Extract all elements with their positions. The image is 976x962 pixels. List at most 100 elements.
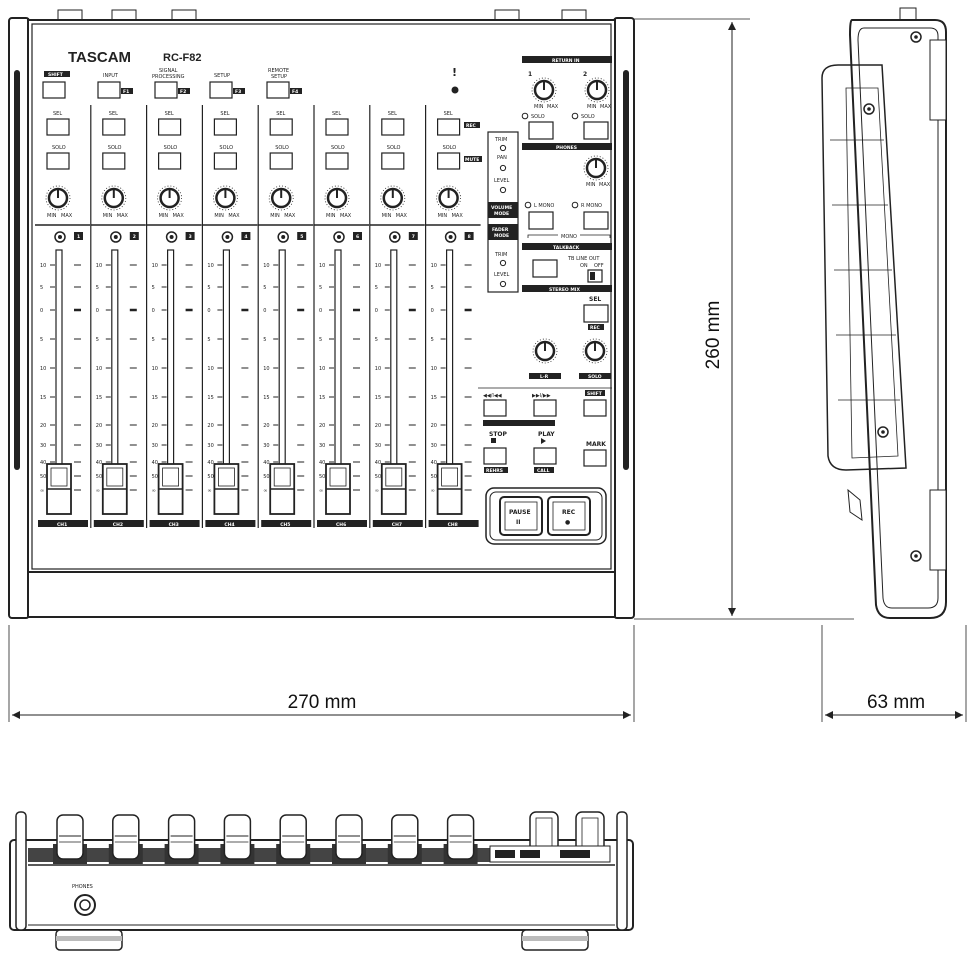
signal-processing-button[interactable] <box>154 81 178 99</box>
phones-level-knob[interactable] <box>583 155 609 181</box>
r-mono-button[interactable] <box>583 211 609 230</box>
ch7-knob[interactable] <box>380 185 406 211</box>
ch1-fader[interactable] <box>46 463 72 515</box>
ch2-solo-button[interactable] <box>102 152 126 170</box>
ch5-sel-button[interactable] <box>269 118 293 136</box>
ch7-sel-button[interactable] <box>381 118 405 136</box>
model-name: RC-F82 <box>163 52 202 64</box>
ch1-knob[interactable] <box>45 185 71 211</box>
return-1-knob[interactable] <box>531 77 557 103</box>
return-2-solo-button[interactable] <box>583 121 609 140</box>
fader-scale-label: 50 <box>319 474 325 480</box>
sel-label: SEL <box>165 111 174 117</box>
ch4-sel-button[interactable] <box>213 118 237 136</box>
rew-label: ◀◀/I◀◀ <box>483 393 502 399</box>
remote-setup-button[interactable] <box>266 81 290 99</box>
front-fader-knob-1 <box>53 814 87 864</box>
ch-name-label: CH5 <box>280 522 290 528</box>
fader-scale-label: 10 <box>431 366 437 372</box>
min-label: MIN <box>214 213 224 219</box>
f3-label: F3 <box>235 89 241 95</box>
ch-name-label: CH4 <box>224 522 234 528</box>
ch2-sel-button[interactable] <box>102 118 126 136</box>
level-led <box>499 186 507 194</box>
rewind-button[interactable] <box>483 399 507 417</box>
return-2-label: 2 <box>583 71 587 78</box>
width-dimension: 270 mm <box>288 692 357 713</box>
play-button[interactable] <box>533 447 557 465</box>
ch7-fader[interactable] <box>380 463 407 515</box>
ch2-fader[interactable] <box>101 463 128 515</box>
stereo-mix-sel-button[interactable] <box>583 304 609 323</box>
sel-label: SEL <box>388 111 397 117</box>
l-mono-button[interactable] <box>528 211 554 230</box>
shift-button[interactable] <box>42 81 66 99</box>
fader-scale-label: ∞ <box>375 488 379 494</box>
fader-scale-label: 10 <box>431 263 437 269</box>
tb-line-out-switch[interactable] <box>587 269 603 283</box>
ch7-solo-button[interactable] <box>381 152 405 170</box>
ch1-solo-button[interactable] <box>46 152 70 170</box>
ch-name-label: CH8 <box>448 522 458 528</box>
mark-button[interactable] <box>583 449 607 467</box>
solo-label: SOLO <box>219 145 233 151</box>
ch3-solo-button[interactable] <box>158 152 182 170</box>
ch8-knob[interactable] <box>436 185 462 211</box>
stereo-mix-level-knob[interactable] <box>582 338 608 364</box>
fader-scale-label: ∞ <box>263 488 267 494</box>
fader-scale-label: 0 <box>431 308 434 314</box>
ch8-solo-button[interactable] <box>437 152 461 170</box>
ch3-fader[interactable] <box>157 463 184 515</box>
front-fader-knob-2 <box>108 814 143 864</box>
fader-scale-label: 5 <box>40 337 43 343</box>
ch5-fader[interactable] <box>269 463 296 515</box>
fader-scale-label: 10 <box>207 366 213 372</box>
return-2-knob[interactable] <box>584 77 610 103</box>
ch2-knob[interactable] <box>101 185 127 211</box>
setup-button[interactable] <box>209 81 233 99</box>
ch5-solo-button[interactable] <box>269 152 293 170</box>
fader-scale-label: 10 <box>96 263 102 269</box>
fader-scale-label: 10 <box>152 366 158 372</box>
min-label: MIN <box>382 213 392 219</box>
ch5-knob[interactable] <box>268 185 294 211</box>
ch6-sel-button[interactable] <box>325 118 349 136</box>
front-phones-jack[interactable] <box>74 894 96 916</box>
f2-label: F2 <box>180 89 186 95</box>
talkback-button[interactable] <box>532 259 558 278</box>
fader-scale-label: 15 <box>207 395 213 401</box>
stereo-mix-pan-knob[interactable] <box>532 338 558 364</box>
return-1-solo-button[interactable] <box>528 121 554 140</box>
fast-forward-button[interactable] <box>533 399 557 417</box>
remote-setup-label: SETUP <box>271 74 287 80</box>
ch6-fader[interactable] <box>325 463 351 515</box>
ch8-fader[interactable] <box>436 463 463 515</box>
ch8-sel-button[interactable] <box>437 118 461 136</box>
ch4-solo-button[interactable] <box>213 152 237 170</box>
fader-scale-label: 50 <box>40 474 46 480</box>
ch3-sel-button[interactable] <box>158 118 182 136</box>
fader-scale-label: 10 <box>152 263 158 269</box>
fader-scale-label: 10 <box>96 366 102 372</box>
fader-scale-label: 30 <box>207 443 213 449</box>
ch4-knob[interactable] <box>212 185 238 211</box>
stop-button[interactable] <box>483 447 507 465</box>
phones-max: MAX <box>599 182 611 188</box>
ch3-knob[interactable] <box>157 185 183 211</box>
input-button[interactable] <box>97 81 121 99</box>
ch6-solo-button[interactable] <box>325 152 349 170</box>
fader-scale-label: 10 <box>375 263 381 269</box>
fader-scale-label: ∞ <box>96 488 100 494</box>
fader-scale-label: 5 <box>152 337 155 343</box>
fader-scale-label: 50 <box>96 474 102 480</box>
f4-label: F4 <box>292 89 298 95</box>
ch4-fader[interactable] <box>213 463 240 515</box>
shift-transport-button[interactable] <box>583 399 607 417</box>
min-label: MIN <box>326 213 336 219</box>
lr-label: L-R <box>540 374 549 380</box>
ch6-knob[interactable] <box>324 185 350 211</box>
fader-scale-label: ∞ <box>40 488 44 494</box>
ch1-sel-button[interactable] <box>46 118 70 136</box>
